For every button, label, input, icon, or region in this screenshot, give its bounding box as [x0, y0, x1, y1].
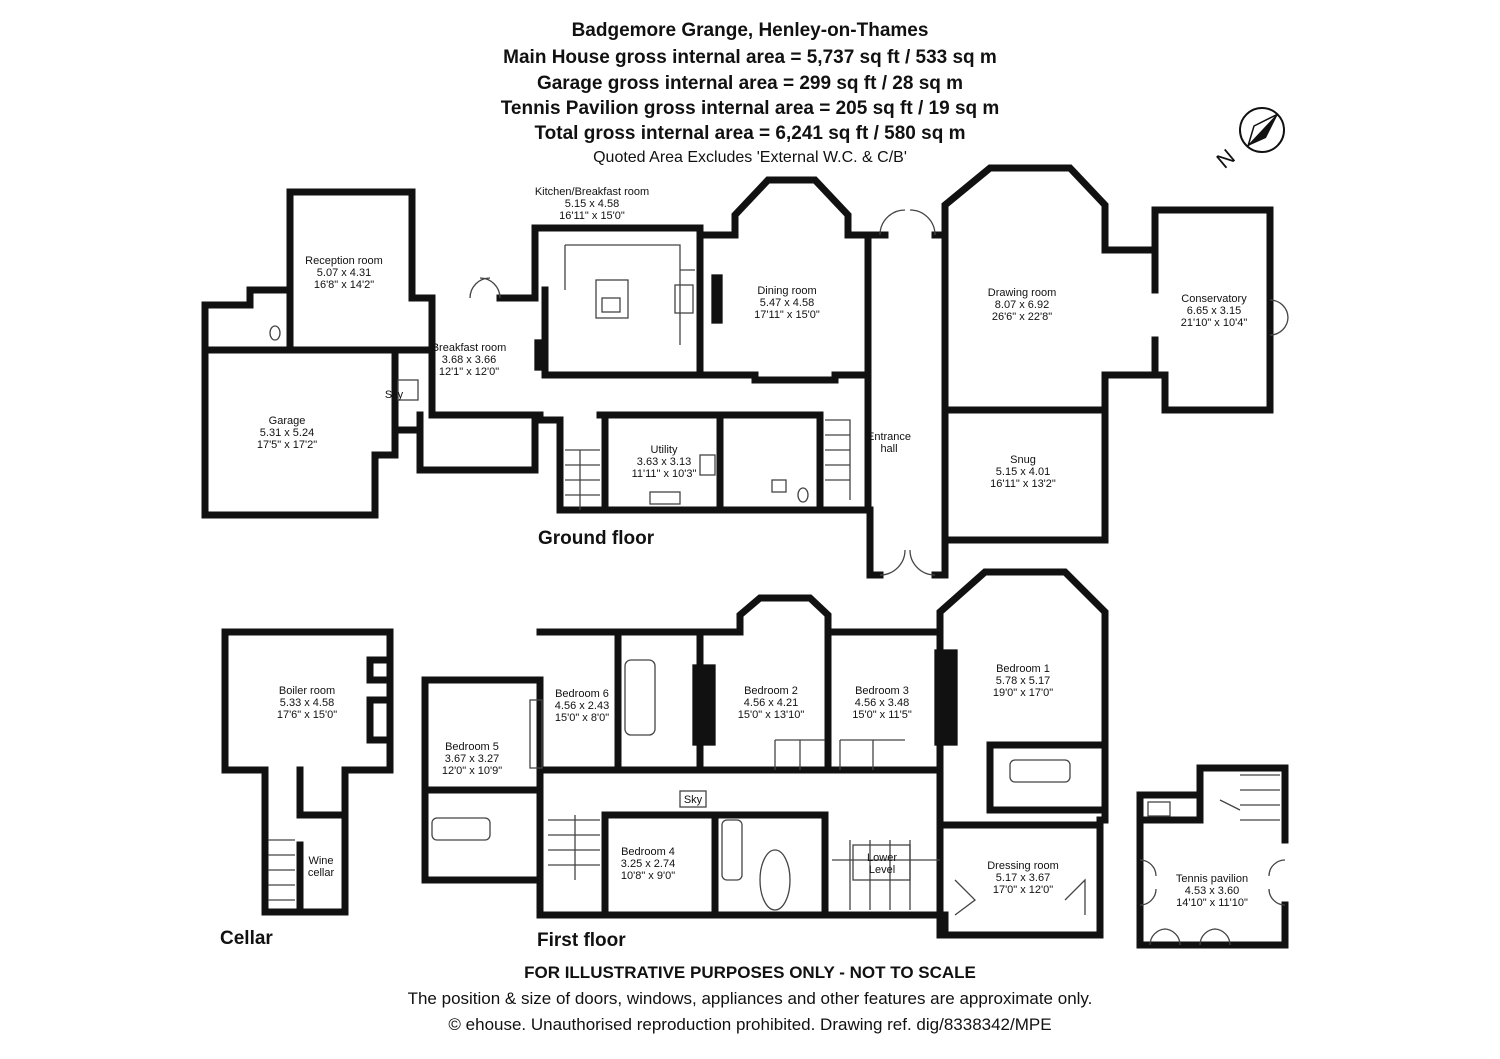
north-arrow-icon — [1239, 107, 1285, 153]
wall-wc-annex — [201, 286, 294, 354]
room-sky-ground: Sky — [384, 389, 404, 401]
wall-dining-room — [696, 176, 872, 384]
header-total-area: Total gross internal area = 6,241 sq ft … — [534, 123, 966, 144]
footer-disclaimer: FOR ILLUSTRATIVE PURPOSES ONLY - NOT TO … — [524, 963, 976, 982]
wall-tennis-kitchenette — [1136, 791, 1204, 824]
footer-copyright: © ehouse. Unauthorised reproduction proh… — [448, 1015, 1052, 1034]
fixtures — [268, 209, 1289, 946]
ground-floor-label: Ground floor — [538, 528, 655, 549]
windows-first — [224, 571, 1071, 936]
wall-bedroom-4 — [601, 811, 829, 919]
wall-wine-cellar — [296, 766, 349, 916]
room-sky-first: Sky — [683, 794, 703, 806]
wall-rear-block — [531, 411, 872, 514]
wall-boiler-chimney — [366, 656, 394, 744]
wall-ensuite-bed1 — [986, 741, 1109, 814]
wall-sky-corridor — [391, 294, 436, 434]
footer-note: The position & size of doors, windows, a… — [407, 989, 1093, 1008]
header-tennis-area: Tennis Pavilion gross internal area = 20… — [500, 98, 1000, 119]
header-property-name: Badgemore Grange, Henley-on-Thames — [571, 20, 929, 41]
wall-kitchen — [541, 224, 704, 379]
first-floor-label: First floor — [537, 930, 626, 951]
header-garage-area: Garage gross internal area = 299 sq ft /… — [536, 73, 964, 94]
wall-tennis-pavilion — [1136, 764, 1289, 949]
header-area-note: Quoted Area Excludes 'External W.C. & C/… — [593, 149, 907, 166]
wall-bedrooms-row — [536, 628, 944, 939]
cellar-label: Cellar — [220, 928, 273, 949]
wall-lobby — [416, 411, 539, 474]
wall-breakfast-room — [428, 224, 704, 419]
header-main-house-area: Main House gross internal area = 5,737 s… — [503, 47, 997, 68]
wall-entrance-hall — [864, 231, 949, 579]
windows-ground — [204, 167, 1271, 541]
